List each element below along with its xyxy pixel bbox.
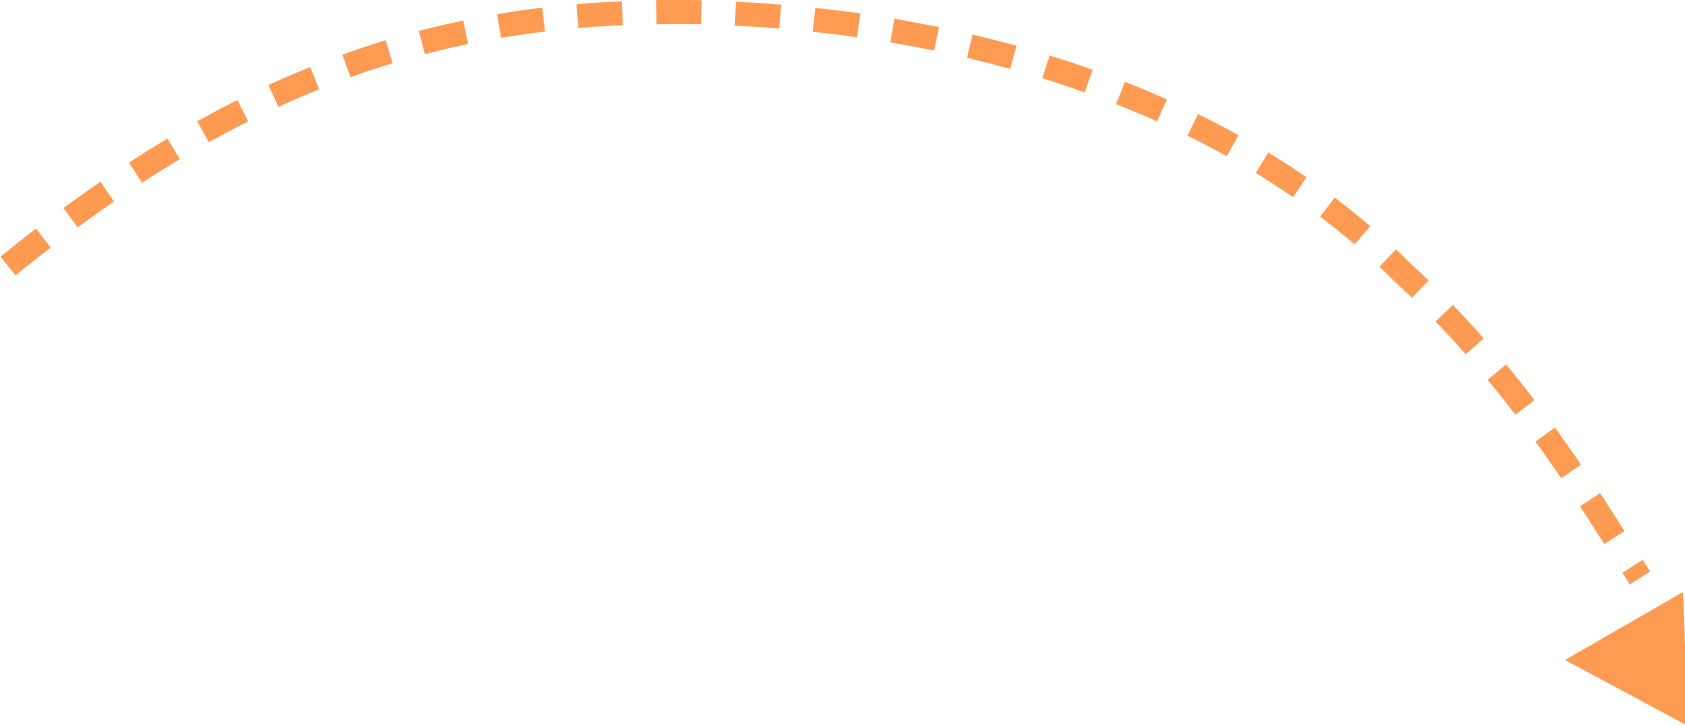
arrow-dashed-path [0,0,1651,585]
arrowhead [1565,592,1685,725]
